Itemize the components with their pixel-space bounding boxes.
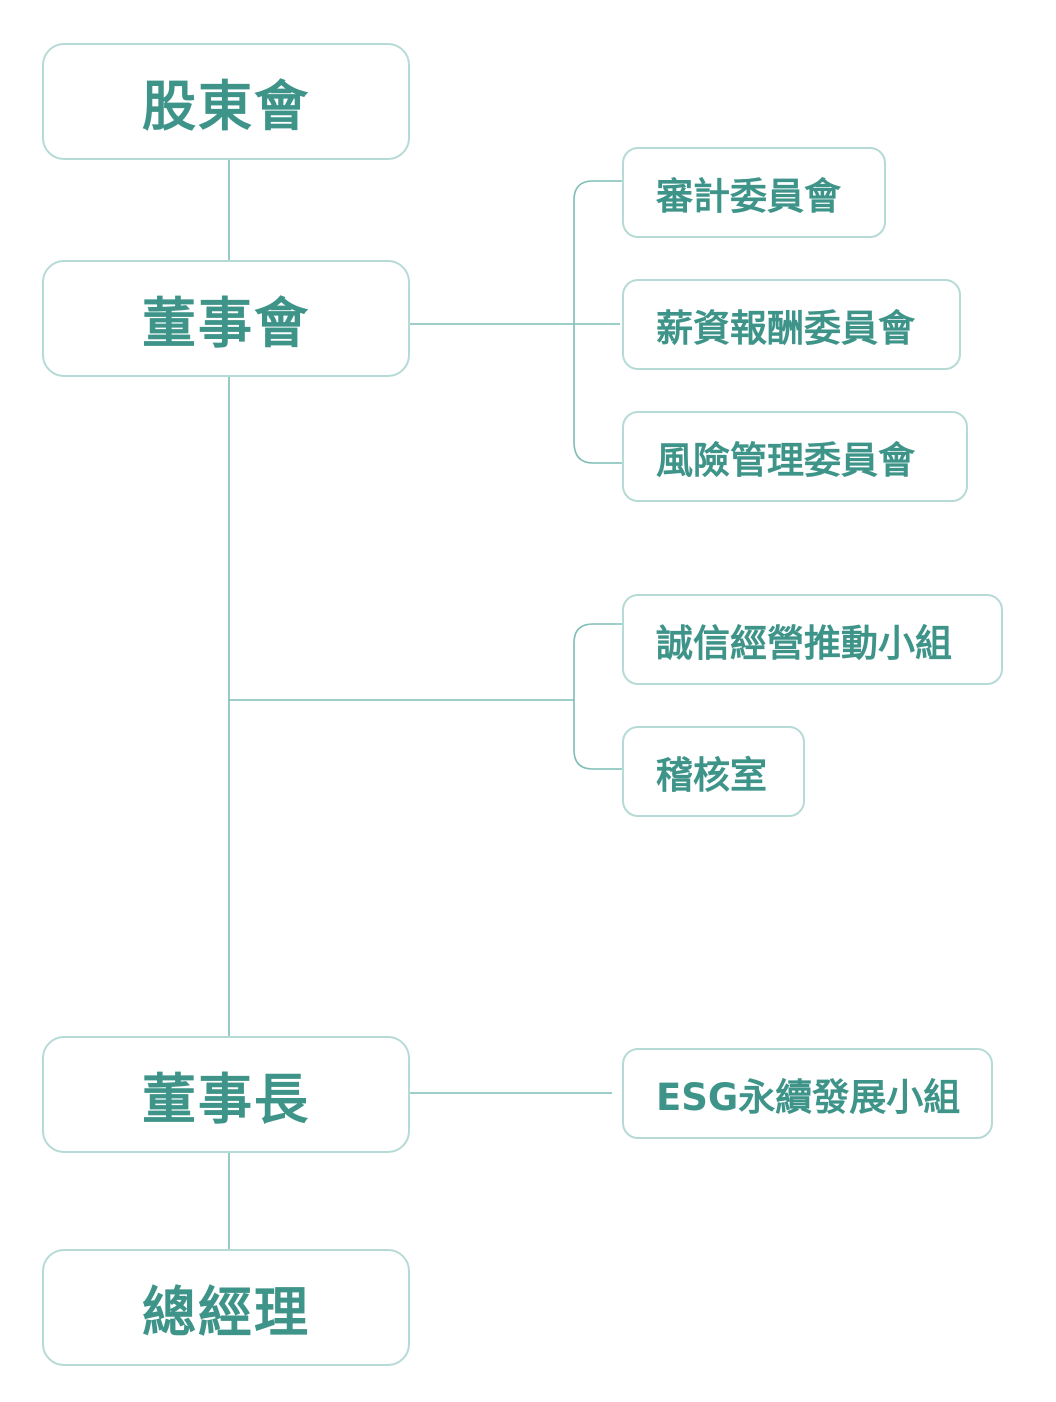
esg-group-box: ESG永續發展小組 — [622, 1048, 993, 1139]
board-of-directors-box: 董事會 — [42, 260, 410, 377]
president-label: 總經理 — [142, 1281, 310, 1344]
chairman-label: 董事長 — [142, 1068, 310, 1131]
audit-office-box: 稽核室 — [622, 726, 805, 817]
president-box: 總經理 — [42, 1249, 410, 1366]
ethical-management-group-label: 誠信經營推動小組 — [656, 621, 952, 665]
remuneration-committee-label: 薪資報酬委員會 — [656, 306, 915, 350]
remuneration-committee-box: 薪資報酬委員會 — [622, 279, 961, 370]
audit-committee-box: 審計委員會 — [622, 147, 886, 238]
bracket-units — [573, 623, 622, 770]
audit-office-label: 稽核室 — [656, 753, 767, 797]
shareholders-meeting-label: 股東會 — [142, 75, 310, 138]
risk-management-committee-box: 風險管理委員會 — [622, 411, 968, 502]
chairman-box: 董事長 — [42, 1036, 410, 1153]
ethical-management-group-box: 誠信經營推動小組 — [622, 594, 1003, 685]
board-of-directors-label: 董事會 — [142, 292, 310, 355]
bracket-committees — [573, 180, 622, 464]
shareholders-meeting-box: 股東會 — [42, 43, 410, 160]
risk-management-committee-label: 風險管理委員會 — [656, 438, 915, 482]
audit-committee-label: 審計委員會 — [656, 174, 841, 218]
esg-group-label: ESG永續發展小組 — [656, 1075, 961, 1119]
